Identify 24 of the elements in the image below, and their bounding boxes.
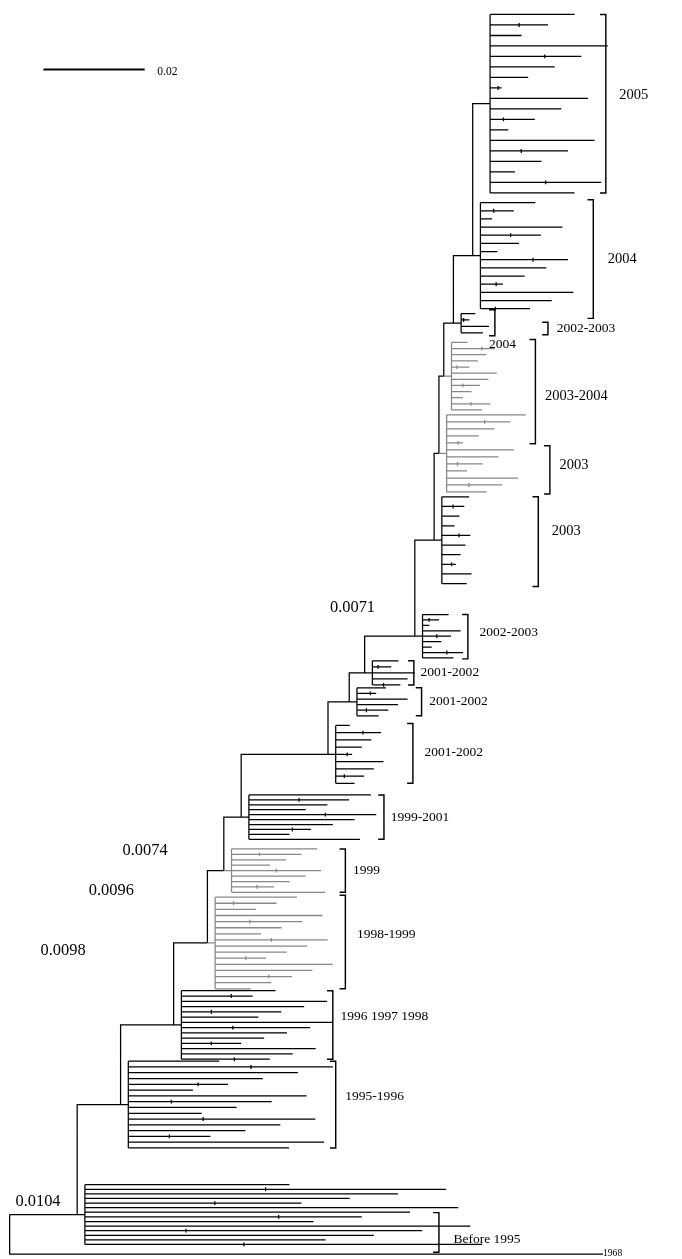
clade-label: 1995-1996 <box>345 1089 404 1103</box>
clade-label: 2002-2003 <box>556 321 616 335</box>
clade-label: 2002-2003 <box>479 625 538 639</box>
branch-length-label: 0.0098 <box>40 941 86 958</box>
clade-label: 1998-1999 <box>356 927 416 941</box>
clade-label: 1996 1997 1998 <box>340 1009 429 1023</box>
clade-label: 2001-2002 <box>420 665 480 680</box>
branch-length-label: 0.0096 <box>88 881 134 898</box>
clade-label: 2001-2002 <box>424 745 483 760</box>
clade-label: 2004 <box>607 251 637 266</box>
clade-label: 1999-2001 <box>390 810 450 824</box>
clade-label: 2005 <box>619 87 649 102</box>
clade-label: 2003-2004 <box>545 388 608 403</box>
branch-length-label: 0.0074 <box>122 840 168 858</box>
outgroup-label: 1968 <box>602 1248 623 1258</box>
clade-label: 1999 <box>353 863 381 877</box>
clade-label: 2003 <box>559 456 589 472</box>
branch-length-label: 0.0071 <box>329 597 376 615</box>
clade-label: 2004 <box>489 337 517 352</box>
clade-label: 2003 <box>551 523 581 538</box>
clade-label: 2001-2002 <box>429 694 488 709</box>
branch-length-label: 0.0104 <box>15 1191 61 1209</box>
scale-label: 0.02 <box>157 65 178 78</box>
clade-label: Before 1995 <box>453 1231 521 1246</box>
